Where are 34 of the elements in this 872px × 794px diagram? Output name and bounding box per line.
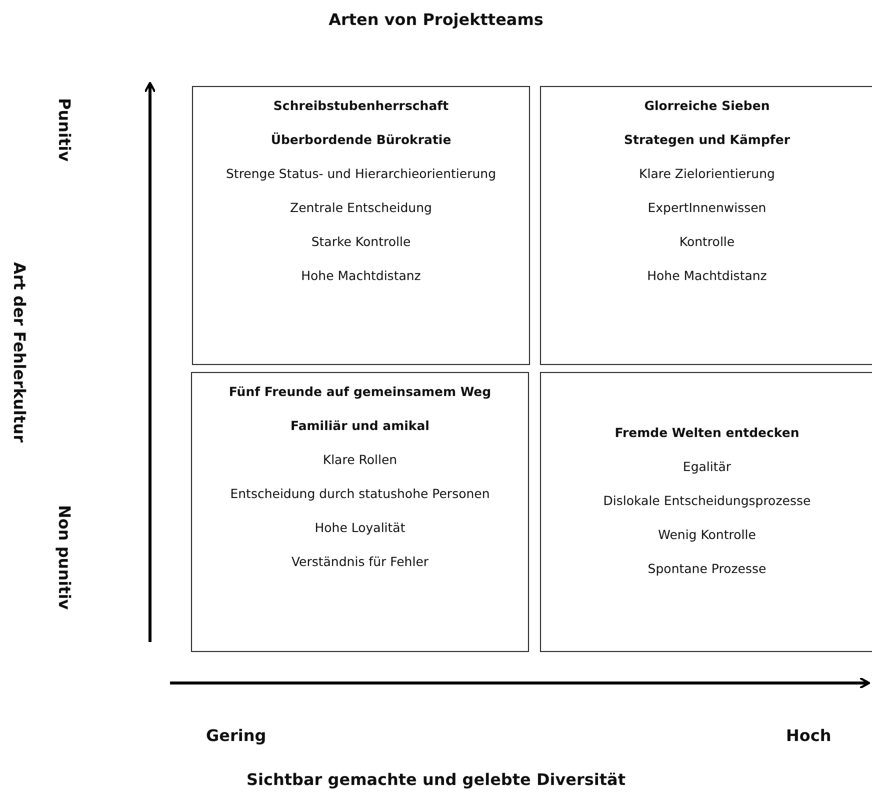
- trait-item: Dislokale Entscheidungsprozesse: [603, 492, 811, 510]
- trait-item: Entscheidung durch statushohe Personen: [230, 485, 490, 503]
- trait-item: Verständnis für Fehler: [291, 553, 429, 571]
- y-axis-title: Art der Fehlerkultur: [10, 262, 29, 442]
- quadrant-subheading: Fremde Welten entdecken: [614, 424, 800, 442]
- trait-item: Kontrolle: [679, 233, 735, 251]
- trait-item: Hohe Machtdistanz: [301, 267, 421, 285]
- trait-item: Starke Kontrolle: [311, 233, 411, 251]
- x-axis-end-label: Hoch: [786, 726, 832, 745]
- quadrant-box: [192, 86, 530, 365]
- trait-item: ExpertInnenwissen: [648, 199, 766, 217]
- y-axis-end-label: Non punitiv: [55, 505, 74, 610]
- trait-item: Strenge Status- und Hierarchieorientierung: [226, 165, 496, 183]
- quadrant-heading: Fünf Freunde auf gemeinsamem Weg: [228, 383, 492, 401]
- diagram-title: Arten von Projektteams: [328, 10, 544, 29]
- quadrant-heading: Glorreiche Sieben: [644, 97, 770, 115]
- trait-item: Spontane Prozesse: [648, 560, 766, 578]
- trait-item: Egalitär: [682, 458, 732, 476]
- quadrant-box: [191, 372, 529, 652]
- quadrant-subheading: Überbordende Bürokratie: [270, 131, 452, 149]
- trait-item: Wenig Kontrolle: [658, 526, 756, 544]
- trait-item: Klare Zielorientierung: [639, 165, 775, 183]
- x-axis-title: Sichtbar gemachte und gelebte Diversität: [246, 770, 626, 789]
- y-axis-end-label: Punitiv: [55, 98, 74, 162]
- quadrant-subheading: Familiär und amikal: [290, 417, 430, 435]
- trait-item: Hohe Machtdistanz: [647, 267, 767, 285]
- quadrant-heading: Schreibstubenherrschaft: [273, 97, 449, 115]
- trait-item: Zentrale Entscheidung: [290, 199, 432, 217]
- x-axis-end-label: Gering: [206, 726, 266, 745]
- trait-item: Klare Rollen: [322, 451, 398, 469]
- quadrant-box: [540, 372, 872, 652]
- trait-item: Hohe Loyalität: [314, 519, 406, 537]
- quadrant-subheading: Strategen und Kämpfer: [624, 131, 790, 149]
- quadrant-box: [540, 86, 872, 365]
